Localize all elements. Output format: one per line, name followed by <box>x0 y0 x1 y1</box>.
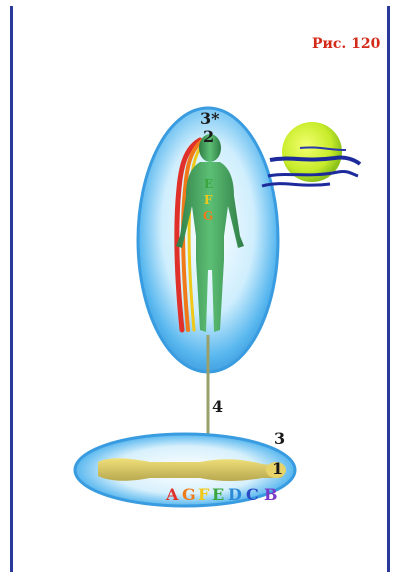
lower-chakra-F: F <box>198 485 210 504</box>
lower-chakra-D: D <box>228 485 242 504</box>
moon-with-clouds <box>262 122 360 186</box>
label-3-star: 3* <box>200 109 220 128</box>
label-4: 4 <box>212 397 223 416</box>
lower-chakra-B: B <box>264 485 278 504</box>
label-2: 2 <box>203 127 214 146</box>
lower-chakra-E: E <box>212 485 224 504</box>
lower-chakra-C: C <box>246 485 259 504</box>
lower-chakra-A: A <box>165 485 179 504</box>
label-3: 3 <box>274 429 285 448</box>
upper-chakra-G: G <box>203 209 213 223</box>
upper-chakra-F: F <box>204 193 213 207</box>
upper-chakra-E: E <box>204 177 213 191</box>
label-1: 1 <box>272 459 283 478</box>
lower-chakra-G: G <box>182 485 196 504</box>
